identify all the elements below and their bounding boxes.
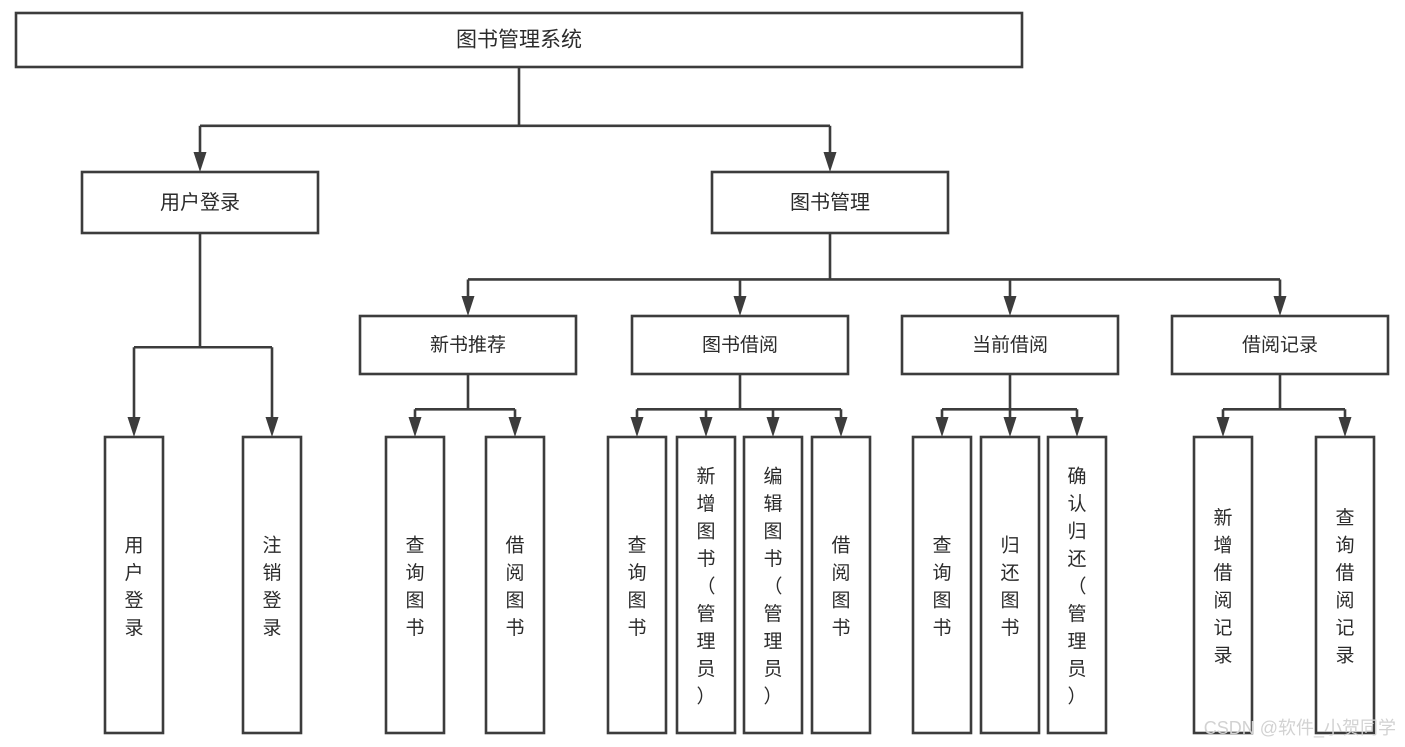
node-label-borrow-record: 借阅记录 bbox=[1242, 334, 1318, 356]
node-box-leaf-query-book-bor bbox=[606, 435, 668, 735]
node-leaf-user-login[interactable]: 用户登录 bbox=[103, 435, 165, 735]
node-label-leaf-query-record: 查询借阅记录 bbox=[1335, 507, 1354, 667]
connector-group-book-borrow bbox=[630, 374, 848, 437]
arrow-head bbox=[823, 152, 837, 172]
node-label-leaf-add-book: 新增图书（管理员） bbox=[696, 466, 715, 708]
connector-group-borrow-record bbox=[1216, 374, 1352, 437]
connector-group-root bbox=[193, 67, 837, 172]
connector-layer bbox=[127, 67, 1352, 437]
node-new-book-recommend[interactable]: 新书推荐 bbox=[358, 314, 578, 376]
node-box-leaf-query-book-cur bbox=[911, 435, 973, 735]
node-box-borrow-record bbox=[1170, 314, 1390, 376]
node-leaf-query-book-cur[interactable]: 查询图书 bbox=[911, 435, 973, 735]
node-label-leaf-user-login: 用户登录 bbox=[124, 535, 143, 639]
node-borrow-record[interactable]: 借阅记录 bbox=[1170, 314, 1390, 376]
node-box-leaf-query-record bbox=[1314, 435, 1376, 735]
arrow-head bbox=[1338, 417, 1352, 437]
node-leaf-edit-book[interactable]: 编辑图书（管理员） bbox=[742, 435, 804, 735]
node-box-leaf-query-book-rec bbox=[384, 435, 446, 735]
node-box-current-borrow bbox=[900, 314, 1120, 376]
node-box-user-login bbox=[80, 170, 320, 235]
node-label-leaf-return-book: 归还图书 bbox=[1000, 534, 1019, 639]
node-leaf-query-book-bor[interactable]: 查询图书 bbox=[606, 435, 668, 735]
node-label-book-manage: 图书管理 bbox=[790, 191, 870, 214]
csdn-watermark: CSDN @软件_小贺同学 bbox=[1204, 718, 1396, 739]
node-label-user-login: 用户登录 bbox=[160, 191, 240, 214]
node-book-manage[interactable]: 图书管理 bbox=[710, 170, 950, 235]
node-box-new-book-recommend bbox=[358, 314, 578, 376]
node-leaf-user-logout[interactable]: 注销登录 bbox=[241, 435, 303, 735]
node-label-leaf-confirm-return: 确认归还（管理员） bbox=[1067, 466, 1086, 708]
node-box-leaf-return-book bbox=[979, 435, 1041, 735]
node-box-book-manage bbox=[710, 170, 950, 235]
node-label-leaf-add-record: 新增借阅记录 bbox=[1213, 507, 1232, 667]
arrow-head bbox=[630, 417, 644, 437]
node-leaf-return-book[interactable]: 归还图书 bbox=[979, 435, 1041, 735]
arrow-head bbox=[834, 417, 848, 437]
arrow-head bbox=[935, 417, 949, 437]
node-label-new-book-recommend: 新书推荐 bbox=[430, 334, 506, 356]
node-label-leaf-query-book-rec: 查询图书 bbox=[405, 534, 424, 639]
node-layer: 图书管理系统用户登录图书管理新书推荐图书借阅当前借阅借阅记录用户登录注销登录查询… bbox=[14, 11, 1390, 735]
node-leaf-add-book[interactable]: 新增图书（管理员） bbox=[675, 435, 737, 735]
node-label-leaf-borrow-book-bor: 借阅图书 bbox=[831, 534, 850, 639]
arrow-head bbox=[1070, 417, 1084, 437]
connector-group-new-book-recommend bbox=[408, 374, 522, 437]
node-label-book-borrow: 图书借阅 bbox=[702, 334, 778, 356]
node-label-leaf-query-book-cur: 查询图书 bbox=[932, 534, 951, 639]
arrow-head bbox=[1003, 296, 1017, 316]
node-label-current-borrow: 当前借阅 bbox=[972, 334, 1048, 356]
node-root[interactable]: 图书管理系统 bbox=[14, 11, 1024, 69]
node-label-leaf-query-book-bor: 查询图书 bbox=[627, 534, 646, 639]
arrow-head bbox=[461, 296, 475, 316]
arrow-head bbox=[127, 417, 141, 437]
node-leaf-borrow-book-bor[interactable]: 借阅图书 bbox=[810, 435, 872, 735]
node-current-borrow[interactable]: 当前借阅 bbox=[900, 314, 1120, 376]
arrow-head bbox=[733, 296, 747, 316]
node-book-borrow[interactable]: 图书借阅 bbox=[630, 314, 850, 376]
node-box-leaf-borrow-book-bor bbox=[810, 435, 872, 735]
arrow-head bbox=[699, 417, 713, 437]
node-box-leaf-user-login bbox=[103, 435, 165, 735]
connector-group-user-login bbox=[127, 233, 279, 437]
connector-group-book-manage bbox=[461, 233, 1287, 316]
node-label-leaf-user-logout: 注销登录 bbox=[262, 534, 281, 639]
arrow-head bbox=[1003, 417, 1017, 437]
node-leaf-borrow-book-rec[interactable]: 借阅图书 bbox=[484, 435, 546, 735]
arrow-head bbox=[508, 417, 522, 437]
node-label-leaf-edit-book: 编辑图书（管理员） bbox=[763, 466, 782, 708]
node-leaf-add-record[interactable]: 新增借阅记录 bbox=[1192, 435, 1254, 735]
node-box-leaf-borrow-book-rec bbox=[484, 435, 546, 735]
arrow-head bbox=[408, 417, 422, 437]
node-label-leaf-borrow-book-rec: 借阅图书 bbox=[505, 534, 524, 639]
node-box-leaf-add-book bbox=[675, 435, 737, 735]
node-label-root: 图书管理系统 bbox=[456, 29, 582, 52]
arrow-head bbox=[1216, 417, 1230, 437]
node-box-leaf-edit-book bbox=[742, 435, 804, 735]
arrow-head bbox=[265, 417, 279, 437]
node-box-root bbox=[14, 11, 1024, 69]
node-leaf-confirm-return[interactable]: 确认归还（管理员） bbox=[1046, 435, 1108, 735]
node-box-leaf-user-logout bbox=[241, 435, 303, 735]
node-leaf-query-book-rec[interactable]: 查询图书 bbox=[384, 435, 446, 735]
node-box-book-borrow bbox=[630, 314, 850, 376]
node-box-leaf-confirm-return bbox=[1046, 435, 1108, 735]
connector-group-current-borrow bbox=[935, 374, 1084, 437]
arrow-head bbox=[1273, 296, 1287, 316]
node-leaf-query-record[interactable]: 查询借阅记录 bbox=[1314, 435, 1376, 735]
node-user-login[interactable]: 用户登录 bbox=[80, 170, 320, 235]
arrow-head bbox=[766, 417, 780, 437]
arrow-head bbox=[193, 152, 207, 172]
node-box-leaf-add-record bbox=[1192, 435, 1254, 735]
